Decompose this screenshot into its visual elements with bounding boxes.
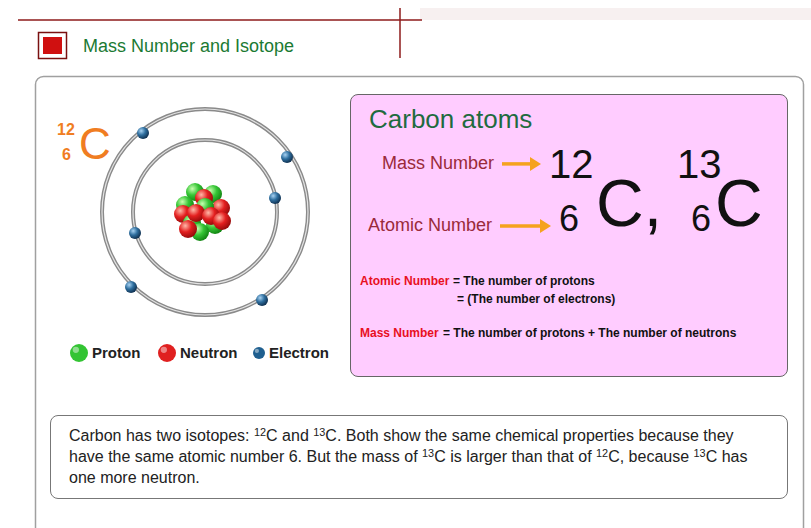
definition-term: Atomic Number: [360, 275, 449, 287]
element-symbol: C: [715, 170, 763, 236]
definition-text: = (The number of electrons): [457, 293, 615, 305]
explanation-box: Carbon has two isotopes: 12C and 13C. Bo…: [50, 415, 788, 499]
header-rule: [18, 19, 422, 21]
pointer-arrowhead: [530, 157, 541, 171]
electron: [281, 151, 293, 163]
electron: [256, 294, 268, 306]
text-run: Carbon has two isotopes:: [69, 427, 254, 444]
definition-panel: Carbon atomsMass NumberAtomic Number126C…: [350, 94, 788, 377]
legend-label: Proton: [92, 345, 140, 360]
electron: [137, 127, 149, 139]
pointer-arrow: [500, 224, 542, 228]
header-rule: [399, 8, 401, 58]
mass-number: 13: [677, 144, 722, 184]
isotope-symbol: 6: [62, 147, 71, 163]
neutron: [187, 204, 205, 222]
superscript-mass: 13: [313, 426, 325, 438]
swatch-highlight: [161, 347, 167, 353]
definition-text: = The number of protons + The number of …: [443, 327, 736, 339]
explanation-text: Carbon has two isotopes: 12C and 13C. Bo…: [69, 425, 769, 488]
outer-shell: [102, 109, 308, 315]
slide-title: Mass Number and Isotope: [83, 37, 294, 55]
pointer-arrow: [502, 162, 532, 166]
inner-shell: [133, 140, 277, 284]
atomic-number: 6: [691, 201, 711, 237]
term-label: Atomic Number: [368, 216, 492, 234]
swatch-highlight: [255, 349, 259, 353]
inner-shell: [133, 140, 277, 284]
superscript-mass: 13: [422, 447, 434, 459]
bullet-square: [43, 37, 62, 54]
legend-swatch: [253, 347, 265, 359]
term-label: Mass Number: [382, 154, 494, 172]
text-run: C is larger than that of: [434, 448, 596, 465]
neutron: [213, 212, 231, 230]
panel-heading: Carbon atoms: [369, 106, 532, 132]
superscript-mass: 13: [694, 447, 706, 459]
text-run: C, because: [608, 448, 693, 465]
outer-shell: [102, 109, 308, 315]
electron: [129, 227, 141, 239]
element-symbol: C,: [596, 170, 662, 236]
electron: [269, 192, 281, 204]
text-run: C and: [266, 427, 313, 444]
isotope-symbol: 12: [57, 122, 75, 138]
content-panel: [36, 77, 804, 528]
bullet-square: [39, 33, 67, 59]
superscript-mass: 12: [254, 426, 266, 438]
neutron: [179, 220, 197, 238]
atomic-number: 6: [559, 201, 579, 237]
atom-illustration: [102, 109, 308, 315]
definition-term: Mass Number: [360, 327, 439, 339]
electron: [125, 281, 137, 293]
definition-text: = The number of protons: [453, 275, 595, 287]
legend-swatch: [158, 344, 176, 362]
superscript-mass: 12: [596, 447, 608, 459]
header-band: [420, 8, 811, 20]
mass-number: 12: [549, 144, 594, 184]
legend-label: Neutron: [180, 345, 238, 360]
legend-swatch: [70, 344, 88, 362]
legend-label: Electron: [269, 345, 329, 360]
isotope-symbol: C: [79, 122, 111, 166]
pointer-arrowhead: [540, 219, 551, 233]
swatch-highlight: [73, 347, 79, 353]
